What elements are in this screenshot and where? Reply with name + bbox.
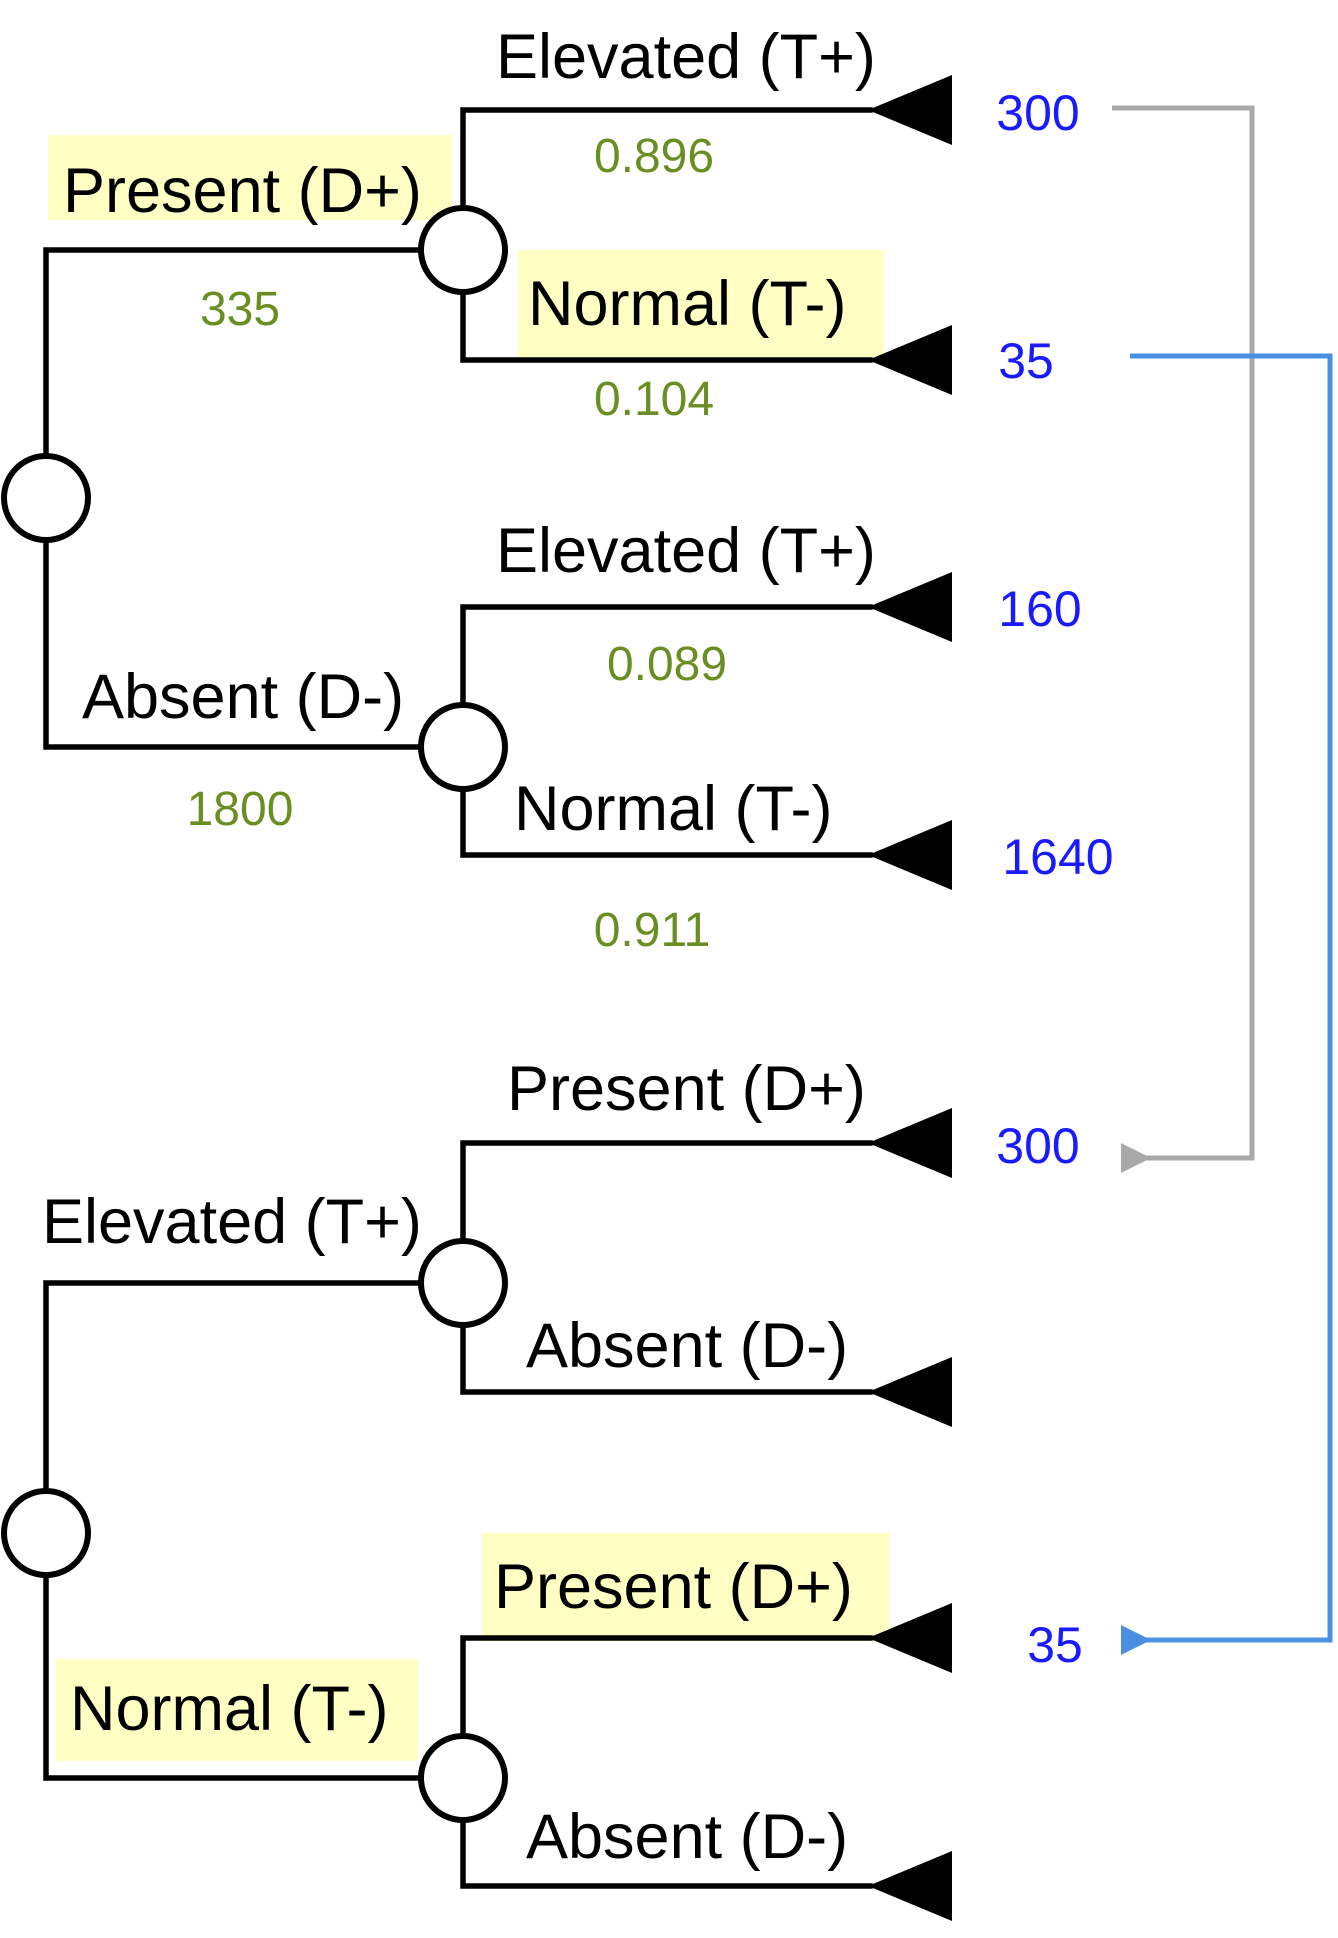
chance-node-icon — [418, 1733, 508, 1823]
label-elevated-t-plus: Elevated (T+) — [496, 22, 876, 92]
edge-present-to-elevated — [460, 107, 873, 215]
label-normal-t-minus: Normal (T-) — [514, 774, 832, 844]
edge-root-to-normal — [43, 1570, 429, 1781]
label-absent-d-minus: Absent (D-) — [526, 1311, 848, 1381]
label-present-d-plus: Present (D+) — [494, 1552, 853, 1622]
terminal-node-icon — [868, 325, 952, 395]
chance-node-icon — [418, 205, 508, 295]
arrow-head-icon — [1121, 353, 1333, 1655]
count-present: 335 — [200, 283, 280, 336]
terminal-node-icon — [868, 75, 952, 145]
terminal-node-icon — [868, 1851, 952, 1921]
count-present-normal: 35 — [998, 333, 1054, 389]
edge-root-to-elevated — [43, 1280, 429, 1496]
highlight-present-d-plus-bottom — [482, 1533, 890, 1641]
count-normal-present: 35 — [1027, 1617, 1083, 1673]
label-elevated-t-plus: Elevated (T+) — [496, 516, 876, 586]
edge-normal-to-absent — [460, 1813, 873, 1889]
edge-root-to-present — [43, 247, 429, 461]
chance-node-icon — [418, 702, 508, 792]
label-absent-d-minus: Absent (D-) — [82, 662, 404, 732]
prob-normal-given-absent: 0.911 — [594, 904, 711, 957]
count-absent-elevated: 160 — [998, 581, 1081, 637]
chance-node-icon — [418, 1238, 508, 1328]
prob-elevated-given-present: 0.896 — [594, 130, 714, 183]
edge-elevated-to-present — [460, 1140, 873, 1248]
terminal-node-icon — [868, 1603, 952, 1673]
edge-normal-to-present — [460, 1635, 873, 1743]
count-absent: 1800 — [187, 783, 294, 836]
terminal-node-icon — [868, 820, 952, 890]
arrow-head-icon — [1112, 105, 1255, 1173]
label-absent-d-minus: Absent (D-) — [526, 1802, 848, 1872]
terminal-node-icon — [868, 1357, 952, 1427]
highlight-normal-t-minus-bottom — [56, 1659, 418, 1761]
chance-node-icon — [1, 1488, 91, 1578]
tree-1: Present (D+) 335 Absent (D-) 1800 Elevat… — [1, 22, 1114, 957]
edge-elevated-to-absent — [460, 1318, 873, 1395]
count-elevated-present: 300 — [996, 1118, 1079, 1174]
terminal-node-icon — [868, 1108, 952, 1178]
count-absent-normal: 1640 — [1002, 829, 1113, 885]
label-elevated-t-plus: Elevated (T+) — [42, 1187, 422, 1257]
edge-root-to-absent — [43, 535, 429, 750]
edge-present-to-normal — [460, 285, 873, 363]
label-present-d-plus: Present (D+) — [63, 156, 422, 226]
label-normal-t-minus: Normal (T-) — [528, 269, 846, 339]
terminal-node-icon — [868, 572, 952, 642]
edge-absent-to-normal — [460, 783, 873, 858]
prob-elevated-given-absent: 0.089 — [607, 638, 727, 691]
count-present-elevated: 300 — [996, 85, 1079, 141]
highlight-present-d-plus-top — [48, 135, 452, 220]
highlight-normal-t-minus-top — [518, 250, 884, 357]
label-present-d-plus: Present (D+) — [507, 1054, 866, 1124]
tree-2: Elevated (T+) Normal (T-) Present (D+) A… — [1, 1054, 1083, 1921]
edge-absent-to-elevated — [460, 604, 873, 711]
chance-node-icon — [1, 453, 91, 543]
label-normal-t-minus: Normal (T-) — [70, 1674, 388, 1744]
prob-normal-given-present: 0.104 — [594, 373, 714, 426]
